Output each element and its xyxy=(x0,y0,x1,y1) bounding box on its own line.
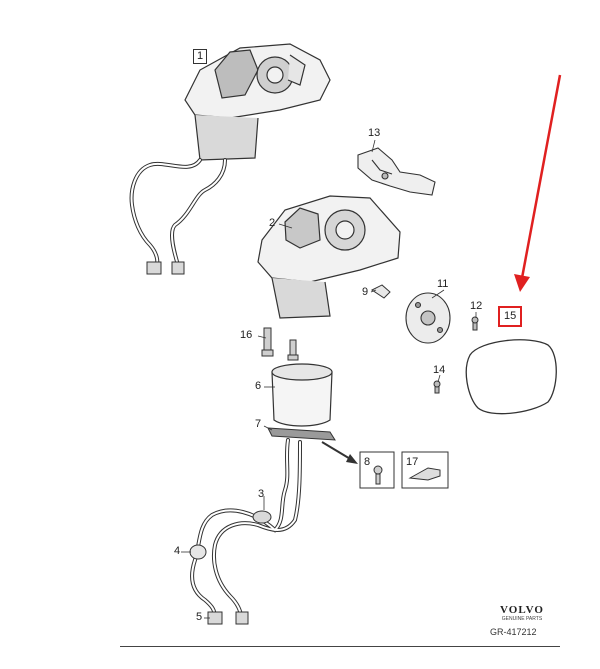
part-1-connector-a xyxy=(146,261,162,275)
part-1-connector-b xyxy=(171,261,185,275)
brand-logo: VOLVO GENUINE PARTS xyxy=(490,604,554,622)
part-label-4: 4 xyxy=(174,545,181,557)
part-3-grommet xyxy=(252,510,272,524)
part-2-base xyxy=(257,195,401,319)
part-11-actuator xyxy=(405,292,451,344)
part-label-8: 8 xyxy=(364,456,371,468)
leader-lines xyxy=(181,139,477,619)
part-6-cover xyxy=(271,363,333,427)
part-12-screw xyxy=(471,316,479,331)
part-label-6: 6 xyxy=(255,380,262,392)
part-5-connector-b xyxy=(235,611,249,625)
part-7-gasket xyxy=(267,427,336,441)
part-1-harness-inner xyxy=(130,159,226,269)
highlight-arrowhead xyxy=(514,274,530,292)
part-13-bracket xyxy=(357,147,436,196)
part-label-7: 7 xyxy=(255,418,262,430)
brand-name: VOLVO xyxy=(500,604,544,616)
part-label-12: 12 xyxy=(470,300,483,312)
part-label-9: 9 xyxy=(362,286,369,298)
pointer-arrowhead xyxy=(346,454,358,464)
part-label-1: 1 xyxy=(193,49,208,64)
part-label-17: 17 xyxy=(406,456,419,468)
part-label-11: 11 xyxy=(437,278,449,290)
part-label-13: 13 xyxy=(368,127,381,139)
part-label-3: 3 xyxy=(258,488,265,500)
part-17-clip xyxy=(408,467,441,481)
part-label-15-highlighted: 15 xyxy=(498,306,523,327)
part-1-housing xyxy=(184,43,331,161)
part-label-16: 16 xyxy=(240,329,253,341)
part-5-connector-a xyxy=(207,611,223,625)
highlight-arrow-shaft xyxy=(520,74,562,279)
footer-rule xyxy=(120,646,560,647)
part-14-screw xyxy=(433,380,441,394)
brand-subtitle: GENUINE PARTS xyxy=(501,616,543,622)
part-15-mirror-glass xyxy=(465,339,557,415)
part-label-2: 2 xyxy=(269,217,276,229)
part-8-screw xyxy=(373,465,383,485)
part-16-bolts xyxy=(261,327,299,361)
drawing-number: GR-417212 xyxy=(490,627,537,637)
part-4-grommet xyxy=(189,544,207,560)
part-label-14: 14 xyxy=(433,364,446,376)
part-1-harness xyxy=(129,158,227,270)
part-label-5: 5 xyxy=(196,611,203,623)
lower-harness-inner xyxy=(191,439,301,619)
pointer-line xyxy=(321,441,353,461)
part-9-clip xyxy=(371,284,391,299)
